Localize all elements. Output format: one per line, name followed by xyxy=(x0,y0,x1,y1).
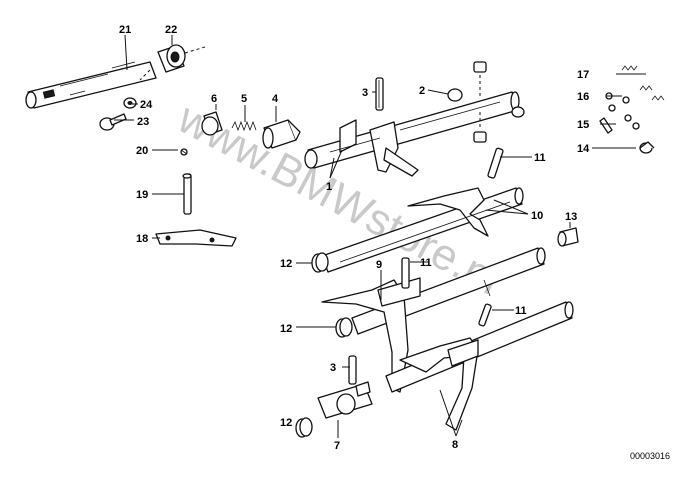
part-shift-rod-lower[interactable] xyxy=(385,301,574,431)
part-selector-rod[interactable] xyxy=(304,91,520,177)
callout-1: 1 xyxy=(326,181,332,193)
callout-22: 22 xyxy=(165,24,177,36)
part-clip[interactable] xyxy=(180,148,188,156)
part-bushes[interactable] xyxy=(447,61,525,143)
part-driver-block[interactable] xyxy=(317,381,373,419)
leader-lines xyxy=(114,34,646,438)
callout-9: 9 xyxy=(376,259,382,271)
callout-15: 15 xyxy=(577,119,589,131)
callout-11-middle: 11 xyxy=(420,257,432,269)
part-washer[interactable] xyxy=(123,97,137,109)
callout-labels: 21 22 24 23 6 5 4 3 2 1 11 10 13 17 16 1… xyxy=(119,24,590,452)
callout-6: 6 xyxy=(211,93,217,105)
callout-2: 2 xyxy=(419,85,425,97)
part-balls[interactable] xyxy=(605,92,640,130)
callout-13: 13 xyxy=(565,211,577,223)
part-bolt[interactable] xyxy=(99,113,127,131)
part-bush-upper[interactable] xyxy=(311,252,329,273)
part-cap[interactable] xyxy=(639,141,655,154)
part-plug[interactable] xyxy=(201,111,223,136)
part-detent-plunger[interactable] xyxy=(262,119,301,149)
callout-3-lower: 3 xyxy=(330,362,336,374)
callout-5: 5 xyxy=(241,93,247,105)
drawing-number: 00003016 xyxy=(630,451,670,461)
callout-4: 4 xyxy=(272,93,279,105)
callout-11-upper: 11 xyxy=(534,152,546,164)
part-roll-pin-11-middle[interactable] xyxy=(401,257,492,327)
callout-12-middle: 12 xyxy=(280,323,292,335)
part-selector-shaft[interactable] xyxy=(25,61,157,109)
callout-12-upper: 12 xyxy=(280,258,292,270)
callout-8: 8 xyxy=(452,439,458,451)
callout-16: 16 xyxy=(577,91,589,103)
part-end-cap[interactable] xyxy=(557,227,579,247)
callout-18: 18 xyxy=(136,233,148,245)
callout-23: 23 xyxy=(137,116,149,128)
part-bush-middle[interactable] xyxy=(335,317,353,338)
part-springs[interactable] xyxy=(621,65,665,101)
part-rod-pin[interactable] xyxy=(182,173,192,215)
callout-10: 10 xyxy=(531,210,543,222)
callout-3-upper: 3 xyxy=(362,87,368,99)
part-roll-pin-11-upper[interactable] xyxy=(487,147,504,179)
callout-7: 7 xyxy=(334,440,340,452)
callout-24: 24 xyxy=(140,99,153,111)
part-pin[interactable] xyxy=(599,117,613,134)
callout-20: 20 xyxy=(136,145,148,157)
part-sleeve[interactable] xyxy=(139,44,206,81)
callout-21: 21 xyxy=(119,24,131,36)
callout-14: 14 xyxy=(577,143,590,155)
part-spring[interactable] xyxy=(231,120,257,132)
part-bush-lower[interactable] xyxy=(295,417,313,438)
callout-11-lower: 11 xyxy=(515,305,527,317)
part-roll-pin-upper[interactable] xyxy=(375,77,384,111)
part-roll-pin-lower[interactable] xyxy=(348,355,357,385)
part-lever-plate[interactable] xyxy=(155,229,237,247)
callout-17: 17 xyxy=(577,69,589,81)
callout-12-lower: 12 xyxy=(280,417,292,429)
callout-19: 19 xyxy=(136,189,148,201)
